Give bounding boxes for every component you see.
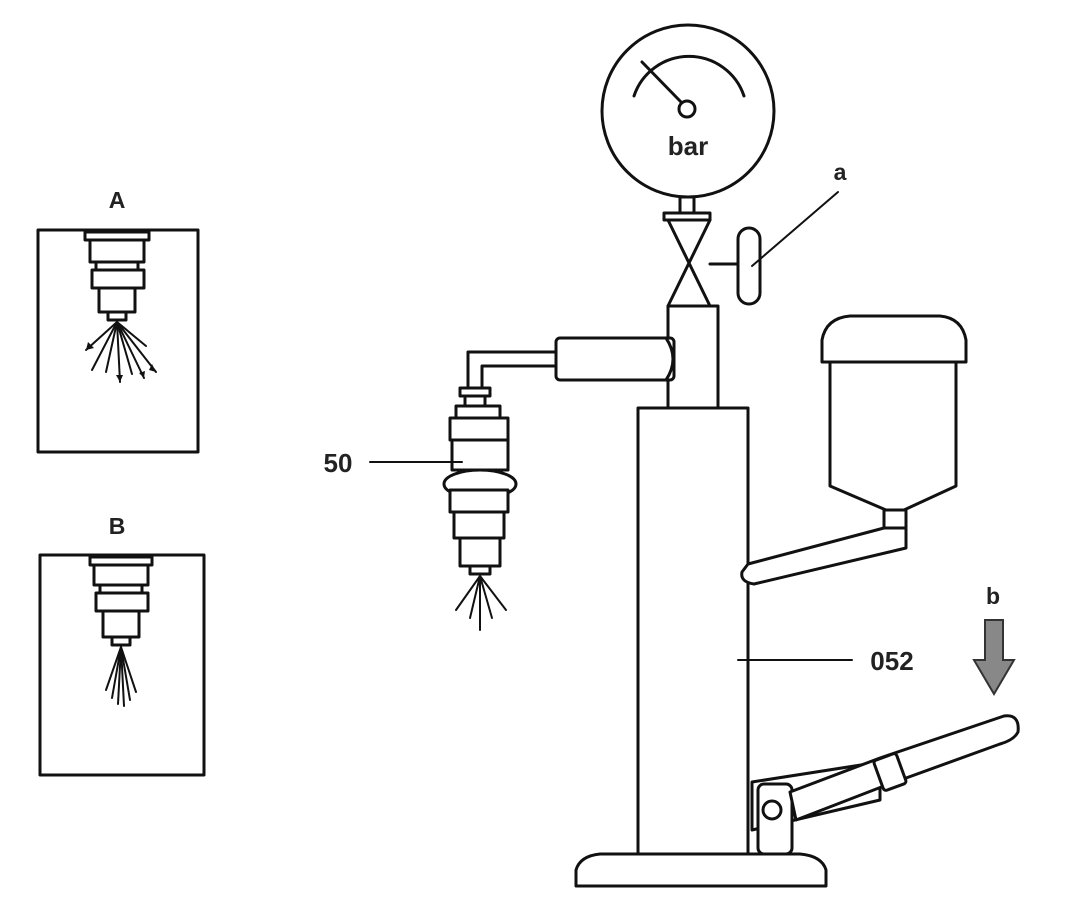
pressure-line [466, 336, 676, 400]
panel-b-frame [38, 553, 206, 777]
lever-pivot [761, 799, 783, 821]
oil-reservoir [740, 314, 968, 586]
tester-column: 052 [636, 304, 914, 856]
valve-body [666, 218, 712, 308]
pump-lever [750, 714, 1020, 856]
panel-a-irregular-spray [85, 321, 157, 383]
gauge-unit-label: bar [668, 131, 708, 161]
reservoir-tank [828, 360, 958, 512]
tester-base [574, 852, 828, 888]
panel-b-nozzle [88, 555, 154, 647]
gauge-stem [678, 195, 696, 215]
down-arrow-icon [972, 619, 1016, 696]
panel-b-label: B [109, 513, 126, 539]
lever-handle [788, 714, 1020, 822]
panel-a-frame [36, 228, 200, 454]
gauge-scale-arc [632, 54, 746, 98]
valve-leader-line [751, 191, 839, 267]
reservoir-supply-pipe [740, 526, 908, 586]
gauge-needle [640, 60, 683, 104]
panel-b: B [38, 513, 206, 777]
lever-callout-label: b [986, 583, 1000, 609]
base-plate [574, 852, 828, 888]
press-direction-arrow: b [972, 583, 1016, 696]
column-body [636, 406, 750, 856]
valve-knob [736, 226, 762, 306]
panel-a: A [36, 187, 200, 454]
panel-a-label: A [109, 187, 126, 213]
injector-spray [455, 575, 507, 631]
pressure-gauge: bar [600, 23, 776, 222]
valve-callout-label: a [834, 159, 847, 185]
panel-b-even-spray [105, 646, 137, 707]
reservoir-lid [820, 314, 968, 364]
gauge-pivot [677, 99, 697, 119]
panel-a-nozzle [83, 230, 151, 322]
outlet-fitting [554, 336, 676, 382]
injector: 50 [324, 386, 518, 631]
injector-callout-label: 50 [324, 448, 353, 478]
tester-callout-label: 052 [870, 646, 913, 676]
